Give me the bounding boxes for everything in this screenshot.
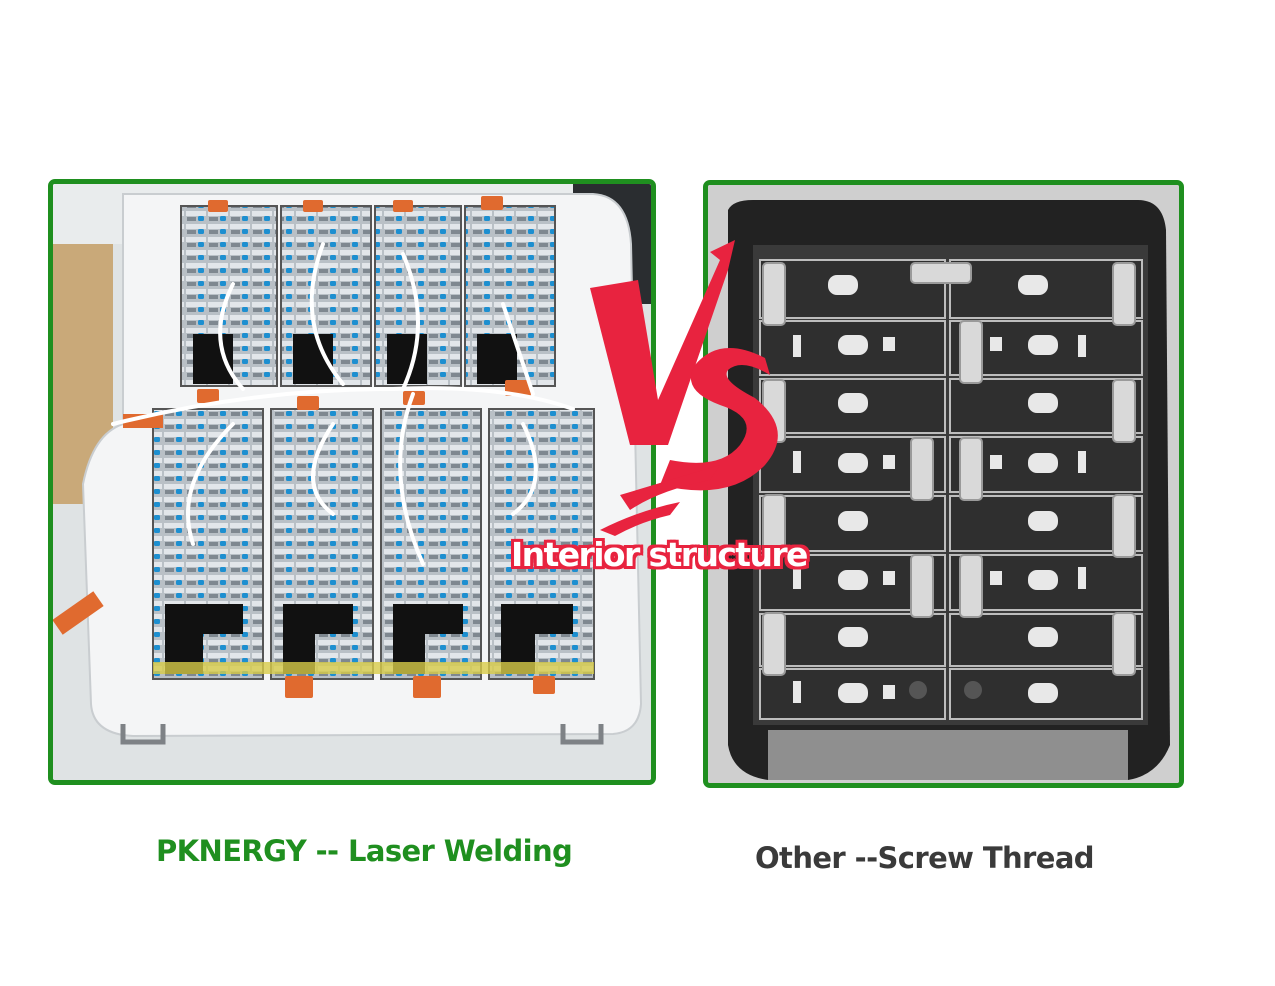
vs-brush-icon (590, 240, 778, 536)
interior-structure-label: Interior structure (511, 535, 808, 574)
laser-welded-battery-pack-image (53, 184, 651, 780)
laser-welding-photo (48, 179, 656, 785)
screw-thread-caption: Other --Screw Thread (755, 841, 1095, 875)
screw-thread-photo (703, 180, 1184, 788)
laser-welding-caption: PKNERGY -- Laser Welding (156, 834, 573, 868)
screw-thread-battery-pack-image (708, 185, 1179, 783)
